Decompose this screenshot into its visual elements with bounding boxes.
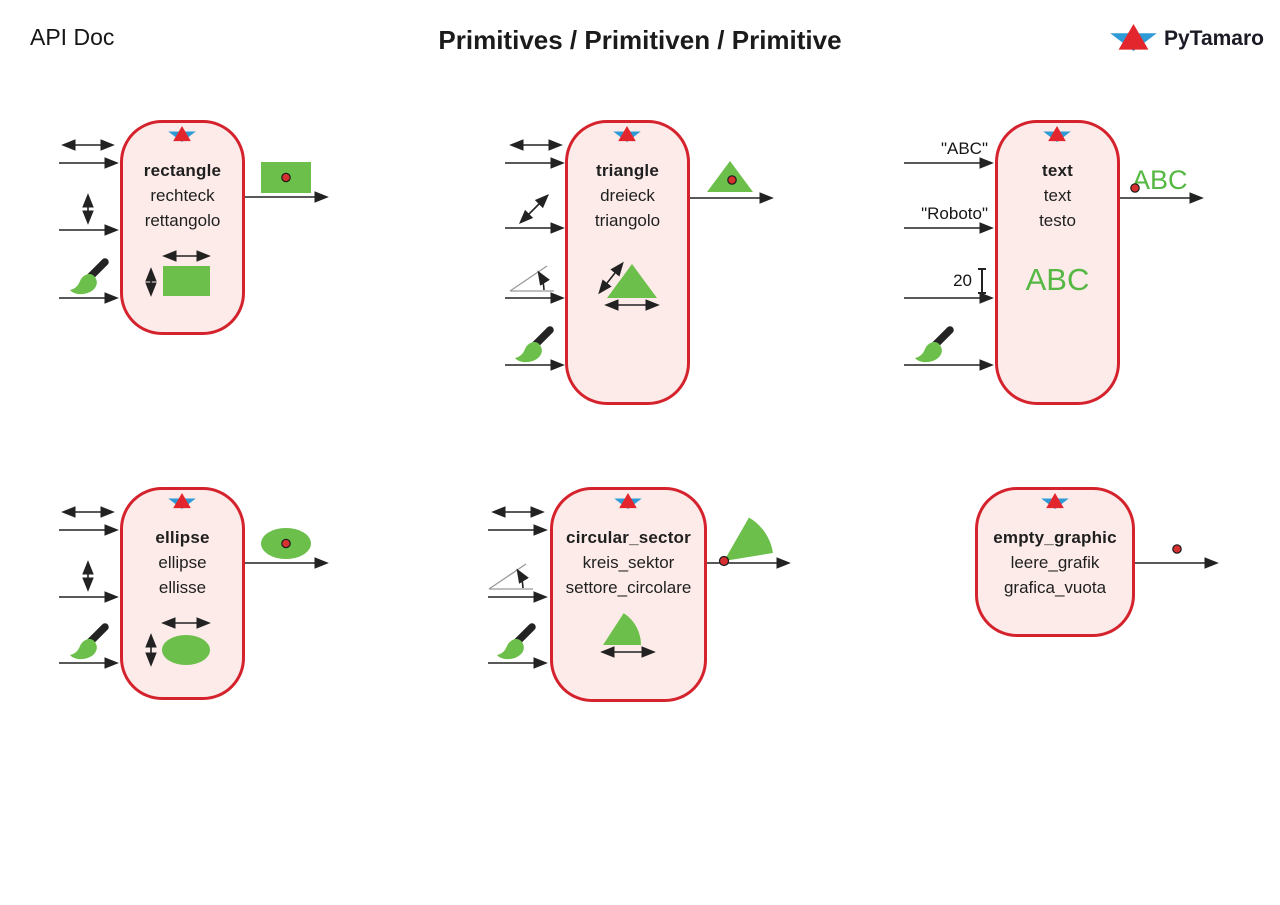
input-arrow — [505, 359, 565, 371]
paintbrush-icon — [70, 258, 109, 295]
pytamaro-boat-icon — [1041, 493, 1069, 509]
h-double-arrow-icon — [509, 139, 563, 151]
function-name-german: leere_grafik — [1010, 553, 1100, 572]
paintbrush-icon — [915, 326, 954, 363]
pin-dot — [281, 172, 291, 183]
pin-dot — [1130, 183, 1140, 193]
input-arrow — [505, 157, 565, 169]
input-arrow — [904, 359, 994, 371]
input-arrow — [488, 524, 548, 536]
function-names: circular_sector kreis_sektor settore_cir… — [550, 525, 707, 600]
function-name-german: dreieck — [600, 186, 655, 205]
pytamaro-boat-icon — [614, 493, 642, 509]
input-arrow — [59, 524, 119, 536]
input-arrow — [59, 292, 119, 304]
function-box — [995, 120, 1120, 405]
ellipse-dimensions-illustration — [145, 617, 211, 667]
text-example-illustration: ABC — [1025, 262, 1090, 297]
paintbrush-icon — [515, 326, 554, 363]
triangle-dimensions-illustration — [598, 261, 660, 311]
api-doc-label: API Doc — [30, 24, 115, 50]
pytamaro-boat-icon — [1110, 24, 1157, 51]
output-arrow — [1135, 557, 1219, 569]
pin-dot — [1172, 544, 1182, 554]
function-name-german: ellipse — [158, 553, 207, 572]
page-title: Primitives / Primitiven / Primitive — [438, 25, 842, 55]
function-name-german: kreis_sektor — [582, 553, 675, 572]
triangle-output-graphic — [707, 161, 753, 192]
text-output-graphic: ABC — [1132, 165, 1188, 195]
v-double-arrow-icon — [82, 560, 94, 592]
h-double-arrow-icon — [61, 506, 115, 518]
function-name-german: rechteck — [150, 186, 215, 205]
pytamaro-boat-icon — [613, 126, 641, 142]
function-names: ellipse ellipse ellisse — [120, 525, 245, 600]
string-argument-label: "ABC" — [940, 139, 988, 158]
function-name-italian: ellisse — [158, 578, 207, 597]
pytamaro-boat-icon — [168, 126, 196, 142]
function-name: empty_graphic — [993, 528, 1117, 547]
input-arrow — [904, 292, 994, 304]
output-arrow — [690, 192, 774, 204]
function-names: triangle dreieck triangolo — [565, 158, 690, 233]
input-arrow — [59, 657, 119, 669]
function-box — [565, 120, 690, 405]
pin-dot — [281, 538, 291, 549]
input-arrow — [59, 157, 119, 169]
h-double-arrow-icon — [491, 506, 545, 518]
function-name-italian: testo — [1039, 211, 1076, 230]
function-names: rectangle rechteck rettangolo — [120, 158, 245, 233]
rectangle-output-graphic — [261, 162, 311, 193]
function-name-italian: grafica_vuota — [1003, 578, 1107, 597]
pin-dot — [727, 175, 737, 185]
h-double-arrow-icon — [61, 139, 115, 151]
paintbrush-icon — [497, 623, 536, 660]
input-arrow — [904, 157, 994, 169]
pytamaro-brand: PyTamaro — [1164, 27, 1264, 50]
function-names: empty_graphic leere_grafik grafica_vuota — [975, 525, 1135, 600]
input-arrow — [505, 292, 565, 304]
ellipse-output-graphic — [261, 528, 311, 559]
function-names: text text testo — [995, 158, 1120, 233]
input-arrow — [59, 591, 119, 603]
angle-arc-icon — [509, 265, 554, 292]
input-arrow — [904, 222, 994, 234]
pin-dot — [718, 555, 730, 567]
function-name: ellipse — [155, 528, 210, 547]
function-name: triangle — [595, 161, 659, 180]
function-box — [120, 120, 245, 335]
pytamaro-boat-icon — [1043, 126, 1071, 142]
input-arrow — [505, 222, 565, 234]
output-arrow — [245, 191, 329, 203]
function-box — [550, 487, 707, 702]
function-name: circular_sector — [566, 528, 691, 547]
font-argument-label: "Roboto" — [921, 204, 988, 223]
input-arrow — [488, 591, 548, 603]
input-arrow — [488, 657, 548, 669]
v-double-arrow-icon — [82, 193, 94, 225]
diagonal-double-arrow-icon — [518, 193, 550, 225]
paintbrush-icon — [70, 623, 109, 660]
output-arrow — [1120, 192, 1204, 204]
function-name-italian: triangolo — [594, 211, 661, 230]
function-name: text — [1041, 161, 1074, 180]
rectangle-dimensions-illustration — [145, 250, 211, 297]
angle-arc-icon — [488, 563, 533, 590]
input-arrow — [59, 224, 119, 236]
function-name: rectangle — [143, 161, 222, 180]
pytamaro-boat-icon — [168, 493, 196, 509]
function-box — [975, 487, 1135, 637]
empty-output-graphic — [1172, 544, 1182, 554]
output-arrow — [245, 557, 329, 569]
function-name-italian: rettangolo — [144, 211, 221, 230]
size-value-label: 20 — [953, 271, 972, 290]
sector-dimensions-illustration — [600, 613, 656, 658]
sector-output-graphic — [718, 517, 773, 567]
function-name-german: text — [1043, 186, 1072, 205]
function-name-italian: settore_circolare — [565, 578, 692, 597]
